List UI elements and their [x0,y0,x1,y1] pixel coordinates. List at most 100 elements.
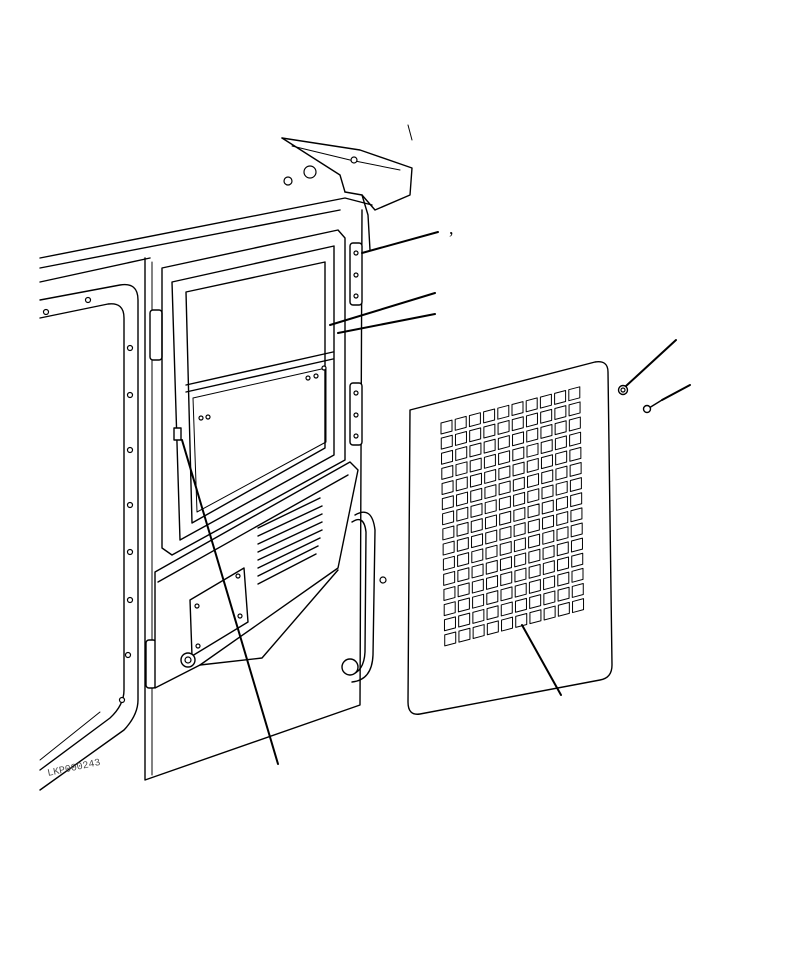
grille-hole [543,575,556,591]
grille-hole [500,601,513,617]
grille-hole [526,457,539,473]
grille-hole [469,442,482,458]
grille-hole [484,499,497,515]
grille-hole [443,586,456,601]
grille-hole [569,477,582,492]
grille-hole [486,605,499,621]
grille-hole [485,529,498,545]
grille-hole [499,525,512,541]
grille-hole [498,450,511,466]
grille-hole [455,446,468,462]
grille-hole [457,582,470,598]
grille-hole [440,434,453,450]
grille-hole [469,472,482,488]
grille-hole [469,457,482,473]
grille-hole [501,616,514,632]
grille-hole [442,540,455,556]
grille-hole [541,499,554,515]
grille-hole [497,419,510,435]
grille-hole [444,631,457,647]
grille-hole [514,567,527,583]
grille-hole [498,465,511,481]
leader-hinge [361,231,439,254]
grille-hole [528,548,541,564]
grille-hole [484,484,497,500]
grille-hole [513,507,526,522]
grille-hole [555,450,568,466]
grille-hole [541,484,554,500]
grille-hole [457,567,470,583]
grille-hole [557,571,570,587]
grille-hole [540,423,553,439]
grille-hole [542,529,555,545]
grille-hole [571,552,584,568]
grille-hole [542,560,555,576]
grille-hole [455,476,468,492]
grille-holes [440,386,585,647]
grille-hole [471,533,484,549]
leader-window-frame-upper [329,292,436,326]
drawing-code: LKP000243 [47,758,102,780]
nut [617,384,629,396]
grille-hole [441,495,454,511]
grille-hole [527,473,540,488]
grille-hole [556,511,569,526]
grille-hole [483,423,496,439]
grille-hole [529,594,542,610]
grille-hole [471,563,484,579]
grille-hole [542,545,555,560]
grille-hole [555,480,568,496]
grille-hole [571,567,584,583]
grille-hole [483,453,496,469]
leader-nut [625,339,677,387]
grille-hole [456,506,469,522]
grille-hole [514,552,527,568]
grille-hole [483,438,496,454]
grille-hole [457,552,470,567]
grille-hole [554,435,567,451]
grille-hole [569,431,582,447]
grille-hole [472,624,485,639]
hardware [617,384,663,414]
grille-hole [554,405,567,421]
grille-hole [525,397,538,413]
grille-hole [442,525,455,541]
grille-hole [443,601,456,617]
grille-hole [455,461,468,477]
grille-hole [485,544,498,560]
vent-panel [154,461,359,689]
grille-hole [555,495,568,511]
grille-hole [527,518,540,534]
screw [642,399,663,414]
grille-hole [529,609,542,625]
grille-hole [528,563,541,579]
grille-hole [512,431,525,447]
grille-hole [528,579,541,594]
callout-mark: , [449,218,454,238]
grille-hole [472,593,485,609]
grille-hole [514,597,527,613]
grille-hole [526,442,539,458]
grille-hole [568,416,581,432]
grille-hole [441,465,454,480]
grille-hole [568,401,581,417]
grille-hole [525,412,538,428]
grille-hole [570,537,583,553]
grille-hole [483,408,496,424]
grille-hole [441,449,454,465]
grille-hole [527,503,540,519]
grille-hole [499,556,512,572]
grille-hole [555,465,568,481]
grille-hole [568,386,581,402]
grille-hole [570,492,583,508]
grille-hole [556,541,569,557]
grille-hole [500,586,513,602]
grille-hole [499,541,512,556]
window-frame [161,229,346,556]
grille-hole [458,612,471,628]
grille-hole [512,476,525,492]
grille-hole [468,412,481,428]
grille-hole [569,461,582,477]
grille-hole [440,419,453,435]
